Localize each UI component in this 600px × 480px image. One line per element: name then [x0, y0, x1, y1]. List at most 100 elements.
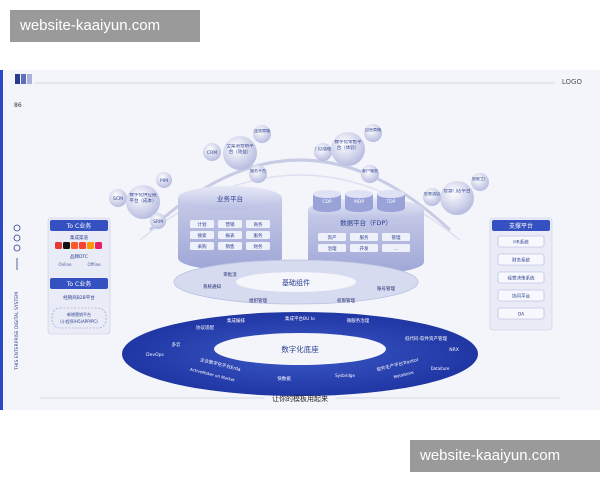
page-number: 86 — [14, 102, 22, 109]
side-dot-1 — [13, 224, 21, 232]
integration-orchestration: 集成编排 — [227, 317, 245, 324]
fast-data: 快数据 — [277, 375, 291, 382]
digital-retail-node — [331, 132, 365, 166]
header-mark-2 — [21, 74, 26, 84]
business-cell-box — [246, 231, 270, 239]
auth-mgmt-label: 权限管理 — [337, 297, 355, 304]
own-mall-label: 自营商城 — [365, 128, 381, 132]
business-cell: 销售 — [226, 243, 235, 250]
svg-text:TDP: TDP — [386, 199, 396, 205]
online-label: Online — [59, 262, 72, 267]
business-cell-box — [190, 231, 214, 239]
business-cell: 服务 — [254, 232, 263, 239]
app-icon-4 — [79, 242, 86, 249]
channel-label: 集成渠道 — [70, 234, 88, 241]
smart-factory-node — [471, 173, 489, 191]
metastore: MetaStore — [393, 370, 415, 380]
store-mgmt-label: 门店管理 — [315, 147, 331, 151]
store-mgmt-node — [314, 143, 332, 161]
architecture-diagram: LOGO 86 THIS ENTERPRISE DIGITAL SYSTEM S… — [0, 70, 583, 410]
data-platform: CDP MDP TDP 数据平台（FDP） 资产服务管理治理开发… — [308, 190, 424, 274]
marketing-channels-label: (小程序/H5/APP/PC) — [60, 318, 98, 324]
base-components-title: 基础组件 — [282, 278, 310, 287]
support-title: 支撑平台 — [509, 222, 533, 230]
to-c-title-2: To C业务 — [66, 280, 91, 288]
data-cell: 开发 — [360, 245, 369, 252]
business-cell-box — [190, 220, 214, 228]
dataiture: Dataiture — [431, 366, 450, 371]
header-mark-1 — [15, 74, 20, 84]
omni-channel-label: 全渠道营销平台（效益） — [226, 144, 254, 155]
smart-hotel-label: 智慧酒店 — [424, 192, 440, 196]
to-c-panel: To C业务 集成渠道 品牌DTC Online Offline To C业务 … — [47, 217, 111, 335]
digital-retail-label: 数字化零售平台（体验） — [334, 140, 362, 151]
digital-supply-chain-node — [126, 185, 160, 219]
dealer-b2b-label: 经销商B2B平台 — [63, 294, 95, 301]
org-mgmt-label: 组织管理 — [249, 297, 267, 304]
data-cell: … — [394, 247, 399, 252]
sysbridge: Sysbridge — [335, 373, 355, 378]
service-platform-node — [249, 165, 267, 183]
devops-label: DevOps — [146, 352, 164, 358]
srm-label: SRM — [153, 219, 163, 225]
app-icon-5 — [87, 242, 94, 249]
scm-node — [109, 189, 127, 207]
mdp-disc: MDP — [345, 190, 373, 212]
crm-label: CRM — [207, 150, 217, 156]
watermark-bottom: website-kaaiyun.com — [410, 440, 600, 472]
app-icon-2 — [63, 242, 70, 249]
slide: LOGO 86 THIS ENTERPRISE DIGITAL SYSTEM S… — [0, 70, 600, 410]
app-icon-1 — [55, 242, 62, 249]
side-dot-2 — [13, 234, 21, 242]
app-icon-6 — [95, 242, 102, 249]
customer-service-node — [361, 165, 379, 183]
tdp-disc: TDP — [377, 190, 405, 212]
left-accent-bar — [0, 70, 3, 410]
support-item: 财务系统 — [512, 257, 530, 264]
support-item-box — [497, 253, 545, 266]
pim-node — [156, 172, 172, 188]
scm-label: SCM — [113, 196, 123, 202]
app-icon-3 — [71, 242, 78, 249]
svg-text:CDP: CDP — [322, 199, 332, 205]
business-platform-title: 业务平台 — [217, 194, 243, 203]
srm-node — [150, 213, 166, 229]
data-cell: 服务 — [360, 234, 369, 241]
system-notify-label: 系统通知 — [203, 283, 221, 290]
data-cell-box — [350, 244, 378, 252]
business-cell-box — [218, 242, 242, 250]
service-platform-label: 服务平台 — [250, 169, 266, 173]
logo-text: LOGO — [562, 78, 583, 86]
chain-mall-node — [253, 125, 271, 143]
own-mall-node — [364, 124, 382, 142]
lowcode-asset-mgmt: 低代码·软件资产管理 — [405, 335, 447, 342]
account-mgmt-label: 账号管理 — [377, 285, 395, 292]
data-cell: 资产 — [328, 234, 337, 241]
digital-base-title: 数字化底座 — [281, 344, 319, 354]
pim-label: PIM — [160, 178, 168, 184]
footer-slogan: 让你的模板用起来 — [272, 394, 328, 403]
header-mark-3 — [27, 74, 32, 84]
smart-store-node — [440, 181, 474, 215]
customer-service-label: 客户服务 — [362, 169, 378, 173]
multi-cloud: 多云 — [172, 341, 181, 348]
data-cell-box — [382, 244, 410, 252]
omni-channel-node — [223, 136, 257, 170]
data-cell-box — [318, 244, 346, 252]
svg-text:MDP: MDP — [354, 199, 364, 205]
vertical-caption: THIS ENTERPRISE DIGITAL SYSTEM — [14, 292, 20, 371]
data-cell: 治理 — [328, 245, 337, 252]
base-components: 基础组件 审批流 系统通知 账号管理 组织管理 权限管理 — [173, 259, 419, 305]
marketing-platform-label: 新增营销平台 — [67, 311, 91, 317]
support-item: HR系统 — [513, 239, 529, 246]
business-cell-box — [218, 231, 242, 239]
support-item: 协同平台 — [512, 293, 530, 300]
crm-node — [203, 143, 221, 161]
data-cell-box — [382, 233, 410, 241]
data-platform-title: 数据平台（FDP） — [340, 218, 392, 227]
support-item-box — [497, 235, 545, 248]
business-cell-box — [190, 242, 214, 250]
business-cell: 营销 — [226, 221, 235, 228]
business-cell: 搜索 — [198, 232, 207, 239]
